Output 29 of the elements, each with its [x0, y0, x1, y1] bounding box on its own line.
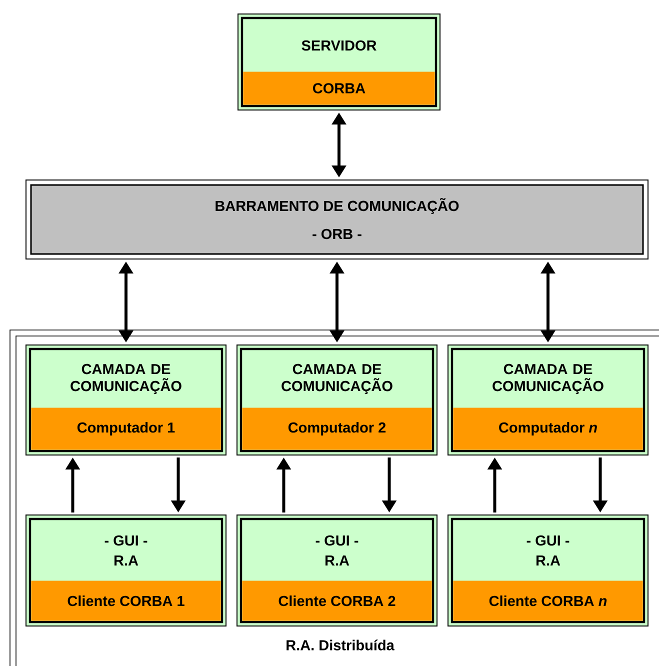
box-title: R.A	[114, 556, 138, 566]
box-label: Computador 2	[288, 422, 386, 436]
box-label: Cliente CORBA 1	[68, 595, 184, 606]
box-label: Computador 1	[77, 422, 175, 436]
group-frame	[10, 330, 659, 666]
box-title: CAMADA DE COMUNICAÇÃO	[492, 364, 604, 394]
component-box	[236, 344, 438, 456]
box-title: - GUI -	[104, 535, 148, 546]
box-title: R.A	[536, 556, 560, 566]
component-box	[448, 514, 648, 626]
box-label: Cliente CORBA n	[489, 595, 607, 606]
box-title: - GUI -	[526, 535, 570, 546]
bus-band	[26, 180, 648, 260]
box-title: CAMADA DE COMUNICAÇÃO	[282, 364, 392, 394]
box-label: Computador n	[499, 422, 597, 436]
box-title: SERVIDOR	[302, 40, 376, 51]
box-title: CAMADA DE COMUNICAÇÃO	[70, 364, 182, 394]
box-title: - GUI -	[316, 535, 358, 546]
component-box	[448, 344, 648, 456]
box-label: CORBA	[313, 83, 366, 94]
component-box	[26, 514, 226, 626]
bus-subtitle: - ORB -	[312, 228, 362, 240]
box-label: Cliente CORBA 2	[278, 595, 396, 606]
frame-label: R.A. Distribuída	[286, 640, 394, 650]
component-box	[236, 514, 438, 626]
box-title: R.A	[326, 556, 350, 566]
component-box	[26, 344, 226, 456]
bus-title: BARRAMENTO DE COMUNICAÇÃO	[216, 198, 459, 214]
component-box	[238, 14, 440, 110]
